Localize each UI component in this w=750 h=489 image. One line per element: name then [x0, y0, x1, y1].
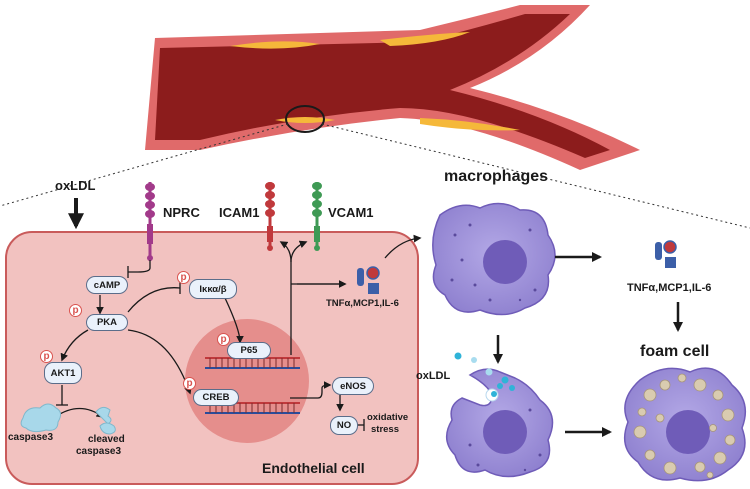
phospho-akt1: p	[40, 350, 53, 363]
engulfing-macrophage	[446, 368, 554, 478]
oxidative-label: oxidative	[367, 412, 409, 423]
no-box: NO	[330, 416, 358, 435]
phospho-pka: p	[69, 304, 82, 317]
oxldl-label: oxLDL	[55, 178, 96, 193]
nprc-label: NPRC	[163, 205, 200, 220]
vcam1-receptor	[312, 182, 322, 251]
caspase-shapes	[20, 403, 116, 435]
nprc-receptor	[145, 182, 155, 261]
macrophage-cell	[432, 202, 556, 316]
cleaved-label: cleaved	[88, 434, 125, 445]
pka-box: PKA	[86, 314, 128, 331]
endothelial-cell-label: Endothelial cell	[262, 460, 365, 476]
phospho-p65: p	[217, 333, 230, 346]
cytokines-cell-label: TNFα,MCP1,IL-6	[326, 298, 399, 309]
cleaved-caspase3-label: caspase3	[76, 446, 122, 457]
dna-strand-p65	[205, 357, 300, 369]
icam1-label: ICAM1	[219, 205, 260, 220]
vcam1-label: VCAM1	[328, 205, 374, 220]
icam1-receptor	[265, 182, 275, 251]
phospho-creb: p	[183, 377, 196, 390]
enos-box: eNOS	[332, 377, 374, 395]
blood-vessel-illustration	[145, 5, 640, 170]
macrophages-label: macrophages	[444, 168, 549, 185]
ikk-box: Iκκα/β	[189, 279, 237, 299]
oxldl-particles	[454, 352, 515, 391]
cytokine-icon-cell	[357, 266, 380, 294]
stress-label: stress	[371, 424, 399, 435]
p65-box: P65	[227, 342, 271, 359]
foam-cell-label: foam cell	[640, 343, 710, 360]
arrow-to-macrophage	[384, 234, 422, 259]
zoom-guide-lines	[0, 123, 750, 229]
creb-box: CREB	[193, 389, 239, 406]
foam-cell	[623, 367, 747, 482]
akt1-box: AKT1	[44, 362, 82, 384]
cytokine-icon-right	[655, 240, 677, 268]
caspase3-label: caspase3	[8, 432, 54, 443]
phospho-ikk: p	[177, 271, 190, 284]
cytokines-right-label: TNFα,MCP1,IL-6	[627, 282, 712, 294]
oxldl-mid-label: oxLDL	[416, 370, 451, 382]
camp-box: cAMP	[86, 276, 128, 294]
